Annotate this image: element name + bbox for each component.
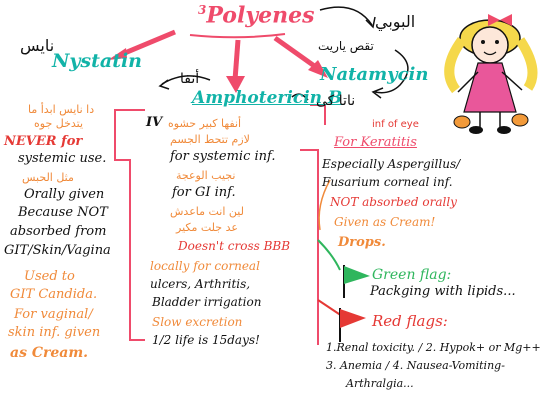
- curved-arrow-right-head: [371, 87, 384, 99]
- curved-arrow-left-head: [158, 79, 170, 90]
- nystatin-note-11: GIT Candida.: [10, 287, 98, 302]
- title-text: Polyenes: [206, 2, 315, 29]
- nystatin-heading: Nystatin: [52, 50, 142, 72]
- amphotericin-note-10: locally for corneal: [150, 259, 260, 273]
- red-flags-label: Red flags:: [372, 312, 448, 330]
- amphotericin-note-11: ulcers, Arthritis,: [150, 277, 251, 291]
- amphotericin-heading: Amphotericin B: [192, 88, 343, 108]
- natamycin-note-6: Drops.: [338, 235, 386, 250]
- arrow-to-amphotericin: [232, 39, 241, 81]
- curved-arrow-top-head: [365, 16, 376, 29]
- nystatin-note-12: For vaginal/: [14, 307, 93, 322]
- natamycin-note-1: For Keratitis: [334, 135, 417, 150]
- natamycin-note-3: Fusarium corneal inf.: [322, 175, 453, 189]
- title-prefix: 3: [198, 3, 207, 17]
- natamycin-inf-label: inf of eye: [372, 119, 419, 130]
- amphotericin-note-7: لين انت ماعدش: [170, 205, 244, 218]
- nystatin-note-4: systemic use.: [18, 151, 107, 166]
- amphotericin-note-8: عد جلت مكير: [176, 221, 238, 234]
- green-flag-label: Green flag:: [372, 267, 452, 283]
- amphotericin-note-5: نجيب الوعجة: [176, 169, 236, 182]
- arrowhead-nystatin: [108, 48, 127, 60]
- amphotericin-note-1: IV: [146, 115, 163, 130]
- red-flag-icon: [340, 309, 366, 328]
- nystatin-note-6: Orally given: [24, 187, 105, 202]
- red-flag-item-1: 1.Renal toxicity. / 2. Hypok+ or Mg++: [326, 341, 541, 354]
- curved-arrow-top: [319, 6, 373, 26]
- doll-illustration: [444, 14, 538, 134]
- orange-curve: [318, 179, 331, 231]
- nystatin-note-14: as Cream.: [10, 345, 89, 361]
- nystatin-note-9: GIT/Skin/Vagina: [4, 243, 111, 258]
- natamycin-heading: Natamycin: [320, 64, 429, 85]
- curved-arrow-right: [374, 49, 409, 94]
- amphotericin-arabic-label: أنفا: [180, 71, 200, 87]
- bracket-right-top: [310, 104, 326, 125]
- bracket-left: [114, 109, 145, 341]
- nystatin-note-3: NEVER for: [4, 134, 83, 149]
- natamycin-note-5: Given as Cream!: [334, 215, 436, 229]
- small-arrow-mid: [291, 93, 309, 101]
- amphotericin-note-3: لازم تتحط الجسم: [170, 133, 250, 146]
- natamycin-arabic-label: البوبي: [375, 12, 416, 31]
- natamycin-arabic-sub: ناتا كى: [316, 93, 356, 109]
- arrowhead-natamycin: [308, 60, 328, 78]
- nystatin-note-7: Because NOT: [18, 205, 108, 220]
- green-flag-text: Packging with lipids...: [370, 284, 516, 299]
- amphotericin-note-14: 1/2 life is 15days!: [152, 333, 260, 347]
- natamycin-note-2: Especially Aspergillus/: [322, 157, 461, 171]
- arrow-to-natamycin: [273, 35, 322, 73]
- arrow-to-nystatin: [119, 29, 176, 58]
- green-flag-icon: [344, 266, 370, 284]
- red-flag-item-3: Arthralgia...: [346, 377, 414, 390]
- bracket-right: [300, 149, 319, 345]
- natamycin-arabic-hint: تقص ياريت: [318, 39, 374, 53]
- title-underline: [189, 33, 286, 39]
- amphotericin-note-4: for systemic inf.: [170, 149, 276, 164]
- amphotericin-note-9: Doesn't cross BBB: [178, 239, 291, 253]
- amphotericin-note-12: Bladder irrigation: [152, 295, 262, 309]
- amphotericin-note-13: Slow excretion: [152, 315, 243, 329]
- arrowhead-amphotericin: [226, 76, 245, 93]
- nystatin-note-5: مثل الحبس: [22, 171, 74, 184]
- nystatin-note-13: skin inf. given: [8, 325, 101, 340]
- nystatin-note-2: يتدخل جوه: [34, 117, 84, 130]
- connector-green: [317, 239, 341, 271]
- amphotericin-note-2: أنفها كبير حشوه: [168, 117, 242, 130]
- nystatin-note-8: absorbed from: [10, 224, 107, 239]
- nystatin-note-10: Used to: [24, 269, 75, 284]
- red-flag-item-2: 3. Anemia / 4. Nausea-Vomiting-: [326, 359, 505, 372]
- natamycin-note-4: NOT absorbed orally: [330, 195, 457, 209]
- nystatin-note-1: دا نايس ابدأ ما: [28, 103, 95, 116]
- amphotericin-note-6: for GI inf.: [172, 185, 236, 200]
- page-title: 3Polyenes: [198, 4, 315, 27]
- nystatin-arabic-label: نايس: [20, 36, 55, 55]
